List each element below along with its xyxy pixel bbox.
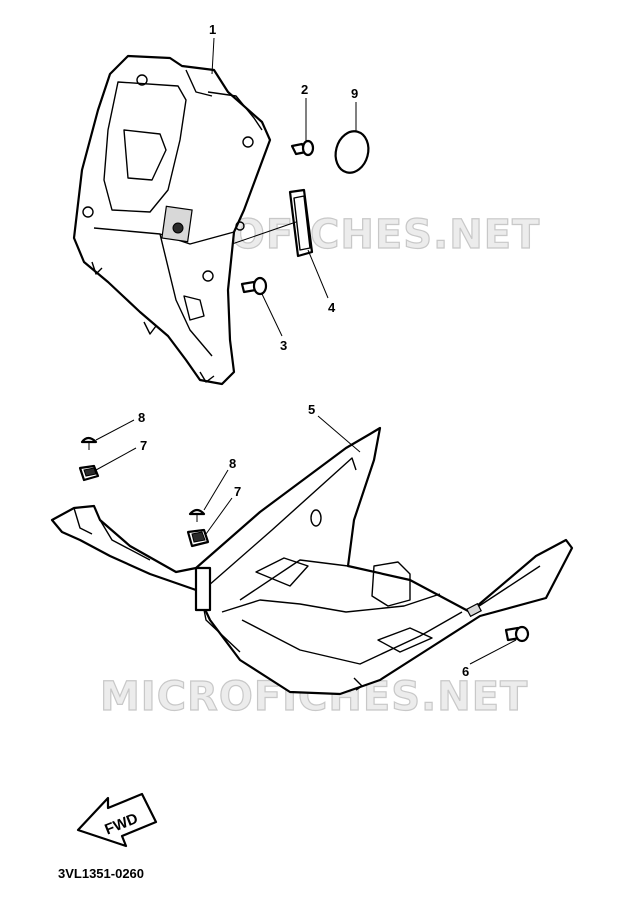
callout-8-left: 8	[138, 410, 145, 425]
callout-1: 1	[209, 22, 216, 37]
callout-7-center: 7	[234, 484, 241, 499]
callout-3: 3	[280, 338, 287, 353]
part-7-nut-left	[78, 464, 100, 482]
part-8-rivet-center	[188, 508, 206, 522]
callout-7-left: 7	[140, 438, 147, 453]
part-7-nut-center	[186, 528, 210, 548]
diagram-code: 3VL1351-0260	[58, 866, 144, 881]
leader-lines	[95, 37, 517, 665]
callout-5: 5	[308, 402, 315, 417]
callout-9: 9	[351, 86, 358, 101]
part-5-floor-cover	[50, 426, 574, 696]
callout-4: 4	[328, 300, 336, 315]
part-6-screw	[504, 625, 530, 643]
callout-2: 2	[301, 82, 308, 97]
part-2-screw	[290, 139, 315, 157]
part-1-leg-shield	[72, 54, 272, 386]
callout-8-center: 8	[229, 456, 236, 471]
part-8-rivet-left	[80, 436, 98, 450]
part-9-cap	[334, 130, 370, 174]
part-4-plate	[288, 188, 314, 258]
callout-6: 6	[462, 664, 469, 679]
fwd-arrow-icon: FWD	[76, 792, 158, 848]
part-3-screw	[240, 276, 268, 296]
